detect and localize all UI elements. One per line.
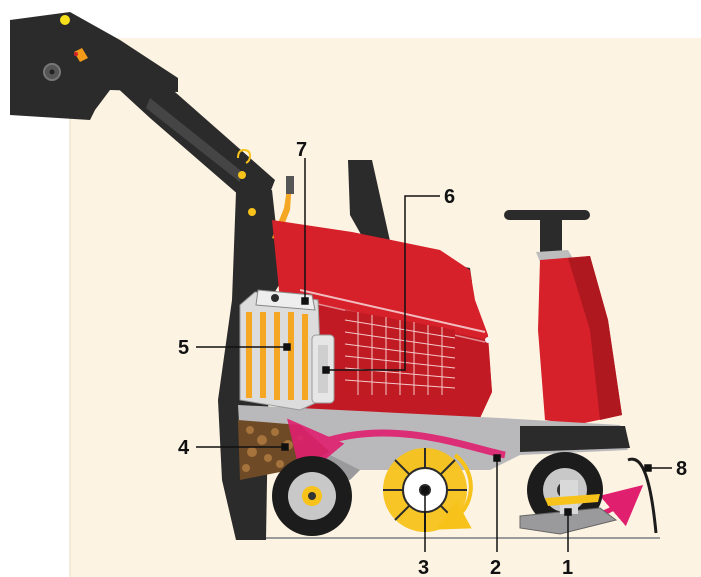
- lift-arm: [10, 12, 275, 198]
- mast-bolt-icon: [248, 208, 256, 216]
- side-light-icon: [485, 337, 491, 343]
- callout-1: 1: [562, 557, 573, 577]
- broom-rotation-arrow: [435, 453, 473, 530]
- callout-6: 6: [444, 186, 455, 208]
- cooling-grille: [344, 310, 456, 395]
- callout-4: 4: [178, 437, 190, 459]
- filter-housing: [239, 289, 323, 411]
- callout-7: 7: [296, 139, 307, 161]
- callout-2: 2: [490, 557, 501, 577]
- leader-line-6: [328, 195, 440, 371]
- pivot-yellow-icon: [58, 13, 72, 27]
- front-bumper: [520, 426, 630, 452]
- callout-3: 3: [418, 557, 429, 577]
- filter-element: [246, 312, 252, 398]
- warning-tag-icon: [74, 48, 88, 62]
- steering-assembly: [504, 210, 590, 262]
- callout-5: 5: [178, 337, 189, 359]
- callout-8: 8: [676, 458, 687, 480]
- hook-icon: [237, 148, 252, 164]
- airflow-arrow: [287, 418, 506, 480]
- rear-wheel: [272, 456, 352, 536]
